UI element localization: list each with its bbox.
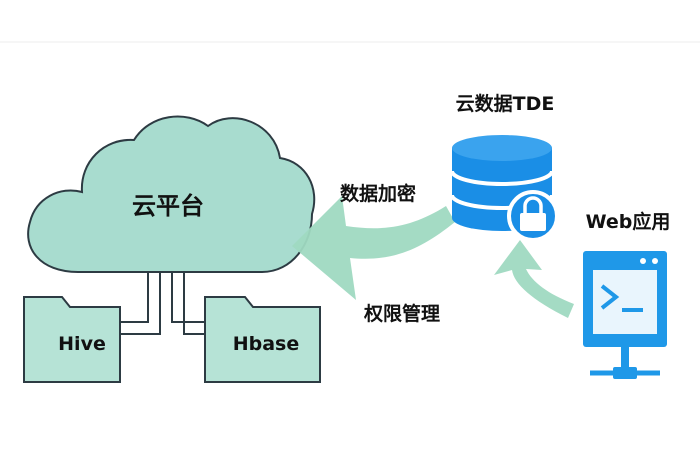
monitor-icon (583, 251, 667, 347)
folder-hbase-label: Hbase (233, 333, 300, 355)
permission-management-label: 权限管理 (363, 302, 440, 325)
lock-icon (507, 190, 559, 242)
database-icon (450, 135, 554, 231)
folder-icon (23, 296, 121, 383)
folder-icon (204, 296, 321, 383)
cloud-data-tde-label: 云数据TDE (456, 92, 555, 115)
access-arrow (494, 240, 574, 318)
encryption-arrow (292, 196, 455, 300)
cloud-icon (27, 115, 316, 273)
connector-pipes (118, 268, 205, 335)
network-icon (590, 347, 660, 379)
web-app-label: Web应用 (586, 210, 671, 233)
cloud-platform-label: 云平台 (132, 192, 204, 220)
data-encryption-label: 数据加密 (340, 182, 416, 205)
folder-hive-label: Hive (58, 333, 106, 355)
